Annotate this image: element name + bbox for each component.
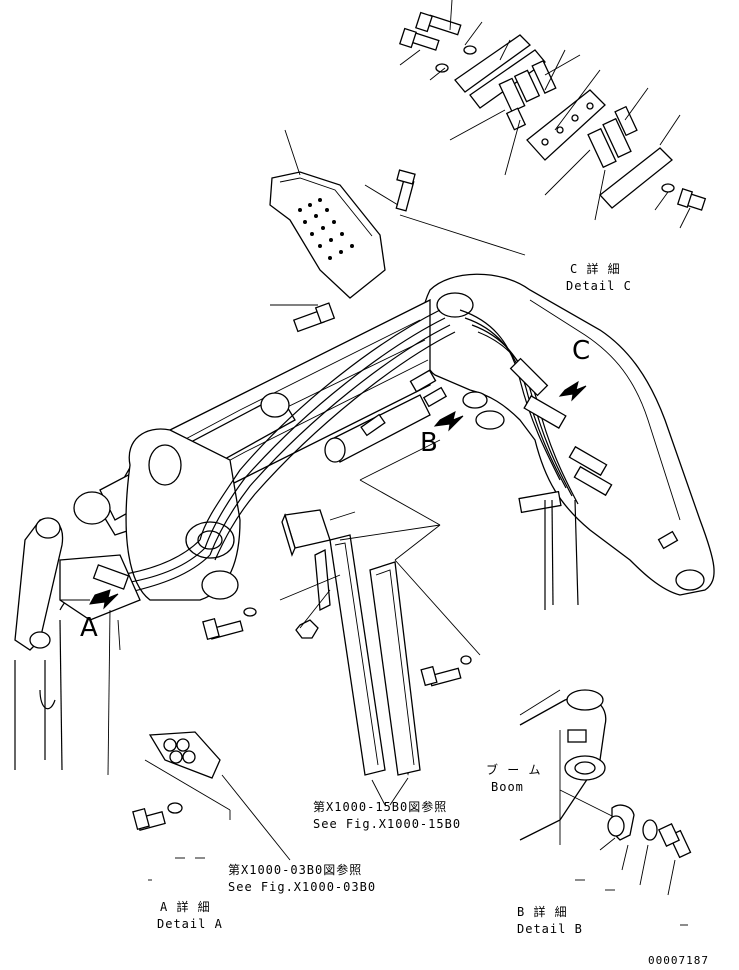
detail-b-assembly xyxy=(519,689,692,926)
view-c-marker: C xyxy=(572,336,591,366)
detail-c-label-jp: C 詳 細 xyxy=(570,262,621,276)
detail-a-assembly xyxy=(107,609,291,881)
reference-2-jp: 第X1000-03B0図参照 xyxy=(228,863,363,877)
detail-b-label-en: Detail B xyxy=(517,922,583,936)
protector-plates xyxy=(202,439,481,806)
boom-label-en: Boom xyxy=(491,780,524,794)
detail-c-assembly xyxy=(399,0,707,229)
detail-b-label-jp: B 詳 細 xyxy=(517,905,568,919)
detail-c-label-en: Detail C xyxy=(566,279,632,293)
boom-label-jp: ブ ー ム xyxy=(486,763,542,777)
drawing-number: 00007187 xyxy=(648,954,709,967)
reference-2-en: See Fig.X1000-03B0 xyxy=(228,880,377,894)
reference-1-jp: 第X1000-15B0図参照 xyxy=(313,800,448,814)
boom-cover-plate xyxy=(269,129,526,333)
view-b-marker: B xyxy=(420,428,438,458)
boom-body xyxy=(14,273,715,776)
detail-a-label-jp: A 詳 細 xyxy=(160,900,211,914)
view-a-marker: A xyxy=(80,613,98,643)
detail-a-label-en: Detail A xyxy=(157,917,223,931)
reference-1-en: See Fig.X1000-15B0 xyxy=(313,817,462,831)
